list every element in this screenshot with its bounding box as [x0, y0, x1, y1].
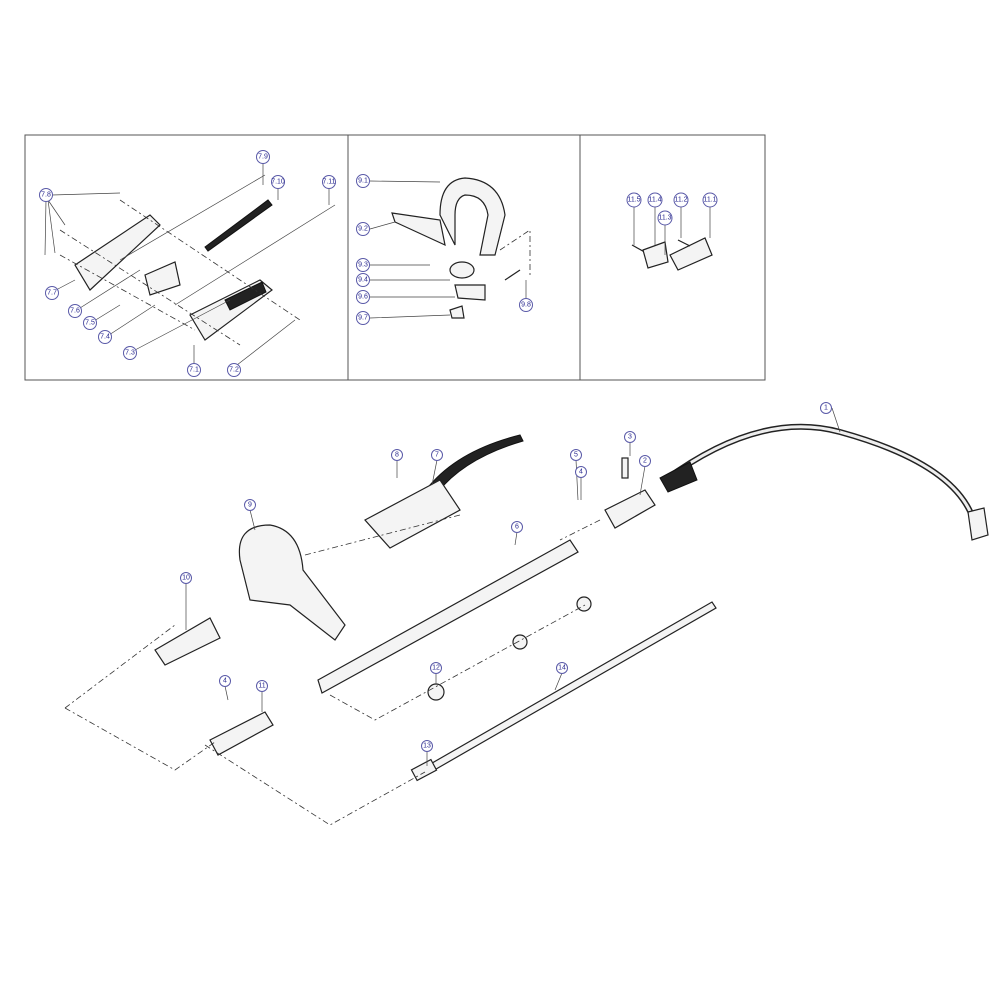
main-labels: 1 2 3 4 5 6 7 8 9 10 11 4 12 13 14 — [180, 402, 832, 752]
part-label: 2 — [639, 455, 651, 467]
part-label: 7.2 — [227, 363, 241, 377]
svg-text:7.5: 7.5 — [85, 320, 95, 327]
svg-text:14: 14 — [558, 665, 566, 672]
part-label: 13 — [421, 740, 433, 752]
svg-text:1: 1 — [824, 405, 828, 412]
part-label: 7 — [431, 449, 443, 461]
part-label: 8 — [391, 449, 403, 461]
part-label: 12 — [430, 662, 442, 674]
svg-text:13: 13 — [423, 743, 431, 750]
svg-text:11.4: 11.4 — [648, 197, 661, 204]
svg-text:11.3: 11.3 — [658, 215, 671, 222]
svg-text:11.2: 11.2 — [674, 197, 687, 204]
main-exploded — [64, 423, 989, 826]
svg-text:9.2: 9.2 — [358, 226, 368, 233]
part-label: 9.6 — [356, 290, 370, 304]
part-label: 7.6 — [68, 304, 82, 318]
part-label: 7.8 — [39, 188, 53, 202]
svg-text:9.4: 9.4 — [358, 277, 368, 284]
part-label: 11.4 — [647, 192, 663, 208]
svg-text:7: 7 — [435, 452, 439, 459]
part-label: 7.1 — [187, 363, 201, 377]
part-label: 4 — [575, 466, 587, 478]
part-label: 10 — [180, 572, 192, 584]
svg-text:7.7: 7.7 — [47, 290, 57, 297]
svg-text:9.3: 9.3 — [358, 262, 368, 269]
svg-text:5: 5 — [574, 452, 578, 459]
part-label: 7.11 — [322, 175, 336, 189]
part-label: 7.7 — [45, 286, 59, 300]
part-label: 11.5 — [626, 192, 642, 208]
svg-text:2: 2 — [643, 458, 647, 465]
trigger-handle-labels: 7.1 7.2 7.3 7.4 7.5 7.6 7.7 7.8 7.9 7.10… — [39, 150, 336, 377]
part-label: 7.3 — [123, 346, 137, 360]
part-label: 14 — [556, 662, 568, 674]
hanger-exploded — [631, 237, 713, 271]
part-label: 7.4 — [98, 330, 112, 344]
svg-text:6: 6 — [515, 524, 519, 531]
svg-text:12: 12 — [432, 665, 440, 672]
part-label: 9.1 — [356, 174, 370, 188]
part-label: 7.9 — [256, 150, 270, 164]
part-label: 9.7 — [356, 311, 370, 325]
svg-text:4: 4 — [579, 469, 583, 476]
leader-lines — [44, 163, 841, 766]
svg-text:9.7: 9.7 — [358, 315, 368, 322]
part-label: 11 — [256, 680, 268, 692]
svg-text:7.4: 7.4 — [100, 334, 110, 341]
part-label: 9.8 — [519, 298, 533, 312]
svg-text:7.6: 7.6 — [70, 308, 80, 315]
part-label: 11.2 — [673, 192, 689, 208]
part-label: 3 — [624, 431, 636, 443]
svg-text:8: 8 — [395, 452, 399, 459]
svg-text:10: 10 — [182, 575, 190, 582]
front-handle-labels: 9.1 9.2 9.3 9.4 9.6 9.7 9.8 — [356, 174, 533, 325]
hanger-labels: 11.1 11.2 11.3 11.4 11.5 — [626, 192, 718, 226]
svg-text:9: 9 — [248, 502, 252, 509]
part-label: 9.3 — [356, 258, 370, 272]
svg-text:11.5: 11.5 — [627, 197, 640, 204]
svg-text:4: 4 — [223, 678, 227, 685]
svg-text:7.2: 7.2 — [229, 367, 239, 374]
svg-text:7.3: 7.3 — [125, 350, 135, 357]
part-label: 6 — [511, 521, 523, 533]
part-label: 9.2 — [356, 222, 370, 236]
svg-text:11: 11 — [258, 683, 265, 690]
part-label: 9.4 — [356, 273, 370, 287]
front-handle-exploded — [391, 177, 531, 319]
trigger-handle-exploded — [59, 174, 336, 346]
part-label: 7.10 — [271, 175, 285, 189]
svg-text:9.6: 9.6 — [358, 294, 368, 301]
part-label: 7.5 — [83, 316, 97, 330]
svg-text:9.1: 9.1 — [358, 178, 368, 185]
part-label: 4 — [219, 675, 231, 687]
part-label: 1 — [820, 402, 832, 414]
svg-text:11.1: 11.1 — [703, 197, 716, 204]
part-label: 11.1 — [702, 192, 718, 208]
part-label: 5 — [570, 449, 582, 461]
svg-text:7.1: 7.1 — [189, 367, 199, 374]
detail-panels-frame — [24, 134, 766, 381]
svg-text:9.8: 9.8 — [521, 302, 531, 309]
svg-text:7.8: 7.8 — [41, 192, 51, 199]
part-label: 9 — [244, 499, 256, 511]
svg-text:7.9: 7.9 — [258, 154, 268, 161]
svg-text:3: 3 — [628, 434, 632, 441]
part-label: 11.3 — [657, 210, 673, 226]
svg-text:7.11: 7.11 — [322, 179, 335, 186]
svg-text:7.10: 7.10 — [271, 179, 285, 186]
